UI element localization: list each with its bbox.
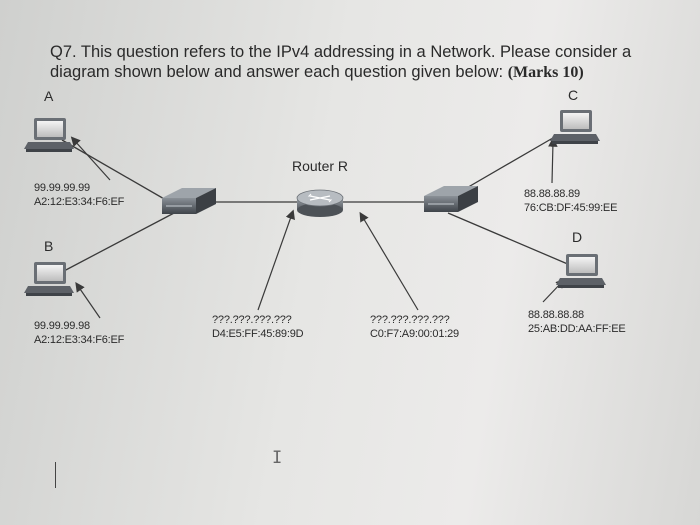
host-a-letter: A [44, 88, 54, 104]
link-host-b-switch-left [61, 211, 177, 273]
host-b-ip: 99.99.99.98 [34, 320, 90, 332]
host-b-letter: B [44, 238, 54, 254]
pointer-host-c [548, 137, 558, 184]
link-host-a-switch-left [61, 139, 167, 201]
host-a-ip: 99.99.99.99 [34, 182, 90, 194]
pointer-host-a [70, 136, 111, 181]
pointer-router-right [359, 211, 419, 311]
link-switch-right-host-d [447, 212, 571, 266]
router-right-mac: C0:F7:A9:00:01:29 [370, 328, 459, 340]
router-icon [296, 189, 344, 217]
question-marks: (Marks 10) [507, 64, 584, 81]
host-c-mac: 76:CB:DF:45:99:EE [524, 202, 618, 214]
host-b-mac: A2:12:E3:34:F6:EF [34, 334, 125, 346]
router-left-mac: D4:E5:FF:45:89:9D [212, 328, 304, 340]
text-cursor-icon: I [272, 448, 283, 468]
host-c-addresses: 88.88.88.89 76:CB:DF:45:99:EE [524, 187, 617, 215]
router-right-ip: ???.???.???.??? [370, 314, 450, 326]
router-label: Router R [292, 158, 349, 174]
host-a-mac: A2:12:E3:34:F6:EF [34, 196, 125, 208]
host-b-addresses: 99.99.99.98 A2:12:E3:34:F6:EF [34, 319, 124, 347]
network-links [61, 134, 571, 273]
link-switch-right-host-c [457, 134, 559, 194]
right-switch-icon [424, 186, 478, 212]
router-left-interface-addresses: ???.???.???.??? D4:E5:FF:45:89:9D [212, 313, 304, 341]
label-pointers [70, 136, 566, 319]
host-d-ip: 88.88.88.88 [528, 309, 584, 321]
router-right-interface-addresses: ???.???.???.??? C0:F7:A9:00:01:29 [370, 313, 459, 341]
host-c-letter: C [568, 87, 579, 103]
host-c-computer-icon [550, 110, 600, 144]
host-a-computer-icon [24, 118, 74, 152]
question-text: Q7. This question refers to the IPv4 add… [50, 42, 680, 83]
host-b-computer-icon [24, 262, 74, 296]
left-switch-icon [162, 188, 216, 214]
router-left-ip: ???.???.???.??? [212, 314, 292, 326]
question-body: Q7. This question refers to the IPv4 add… [50, 43, 632, 81]
host-d-computer-icon [556, 254, 606, 288]
host-d-addresses: 88.88.88.88 25:AB:DD:AA:FF:EE [528, 308, 626, 336]
pointer-host-b [75, 282, 101, 319]
pointer-router-left [257, 209, 295, 311]
host-a-addresses: 99.99.99.99 A2:12:E3:34:F6:EF [34, 181, 124, 209]
host-d-mac: 25:AB:DD:AA:FF:EE [528, 323, 626, 335]
text-caret [55, 462, 56, 488]
host-d-letter: D [572, 229, 583, 245]
host-c-ip: 88.88.88.89 [524, 188, 580, 200]
